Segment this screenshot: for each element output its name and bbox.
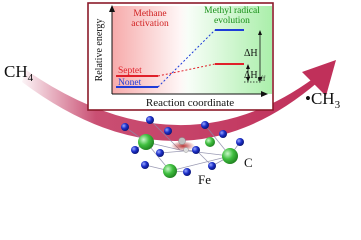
reaction-arrow — [22, 70, 318, 141]
phase-left-title-2: activation — [131, 19, 169, 29]
adsorbed-methane — [178, 137, 189, 153]
x-axis-arrowhead — [261, 91, 268, 97]
x-axis-label: Reaction coordinate — [146, 97, 234, 109]
reactant-label: CH4 — [4, 62, 34, 84]
delta-h-arrowhead-bottom — [258, 77, 262, 82]
phase-left-title: Methane — [133, 9, 166, 19]
nonet-connector — [157, 29, 216, 88]
reaction-arrowhead — [302, 60, 336, 96]
phase-right-title: Methyl radical — [204, 6, 260, 16]
nonet-label: Nonet — [118, 78, 142, 88]
septet-connector — [157, 63, 216, 77]
iron-atoms — [138, 134, 238, 178]
delta-h-eff-arrowhead-bottom — [246, 77, 250, 82]
product-label: •CH3 — [305, 89, 341, 111]
energy-inset: Methane activation Methyl radical evolut… — [87, 2, 274, 111]
carbon-label: C — [244, 155, 253, 170]
activation-region — [112, 6, 188, 94]
phase-right-title-2: evolution — [214, 16, 250, 26]
y-axis-arrowhead — [109, 5, 115, 12]
carbon-atoms — [121, 116, 244, 176]
delta-h-label: ΔH — [244, 48, 258, 59]
delta-h-eff-label: ΔHeff — [244, 70, 266, 83]
catalysis-scheme: CH4 •CH3 — [4, 2, 341, 187]
active-site-glow — [171, 141, 195, 151]
septet-label: Septet — [118, 66, 142, 76]
delta-h-eff-arrowhead-top — [246, 64, 250, 69]
iron-label: Fe — [198, 172, 211, 187]
delta-h-arrowhead-top — [258, 30, 262, 35]
molecular-cluster: C Fe — [121, 116, 253, 187]
y-axis-label: Relative energy — [94, 19, 105, 82]
